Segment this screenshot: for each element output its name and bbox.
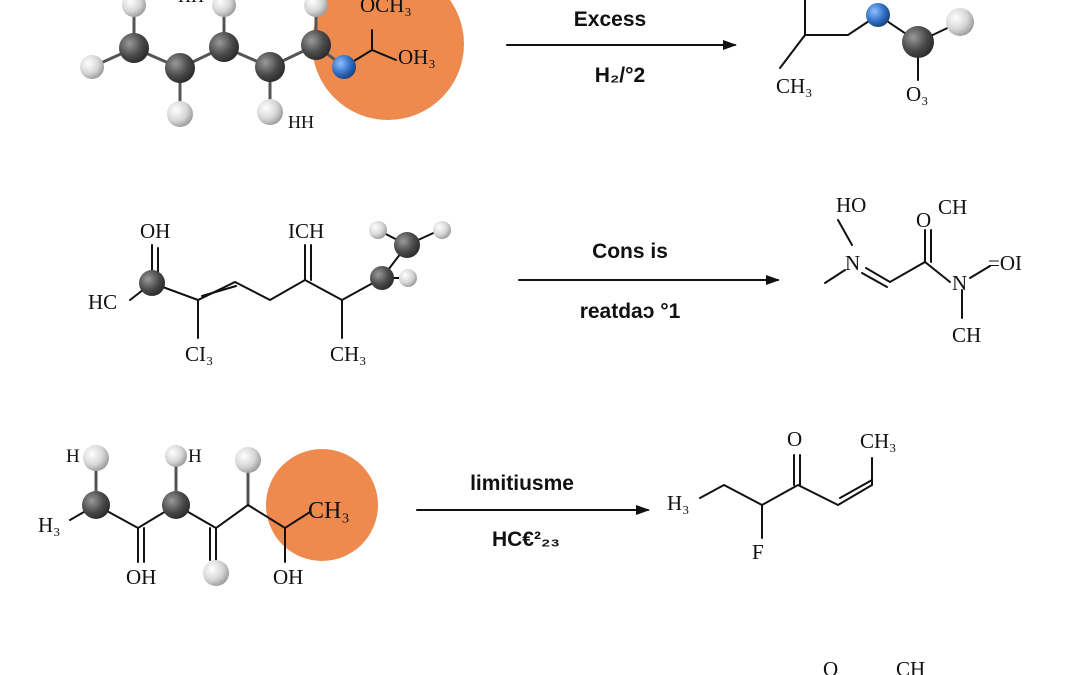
carbon-atom <box>394 232 420 258</box>
reactant-label: OH <box>273 565 303 589</box>
reactant-label: H₃ <box>38 513 61 537</box>
carbon-atom <box>139 270 165 296</box>
carbon-atom <box>209 32 239 62</box>
reactant-label: HH <box>178 0 204 6</box>
hydrogen-atom <box>165 445 187 467</box>
reagent-bottom: H₂/°2 <box>595 64 645 87</box>
product-label: CH <box>896 657 925 675</box>
hydrogen-atom <box>167 101 193 127</box>
reactant-label: HC <box>88 290 117 314</box>
reagent-top: limitiusme <box>470 472 574 495</box>
highlight-circle <box>266 449 378 561</box>
reagent-top: Excess <box>574 8 646 31</box>
reactant-label: ICH <box>288 219 324 243</box>
reagent-bottom: HC€²₂₃ <box>492 528 560 551</box>
product-label: CH <box>952 323 981 347</box>
reactant-label: H <box>188 446 202 467</box>
product-label: O <box>787 427 802 451</box>
hydrogen-atom <box>946 8 974 36</box>
reactant-label: CH₃ <box>330 342 367 366</box>
reactant-label: H <box>66 446 80 467</box>
hydrogen-atom <box>369 221 387 239</box>
hydrogen-atom <box>257 99 283 125</box>
reactant-2-structure: OH ICH HC CI₃ CH₃ <box>88 219 451 366</box>
hydrogen-atom <box>212 0 236 17</box>
product-3-structure: O CH₃ H₃ F <box>667 427 897 564</box>
product-label: CH₃ <box>776 74 813 98</box>
carbon-atom <box>370 266 394 290</box>
hydrogen-atom <box>80 55 104 79</box>
product-label: HO <box>836 193 866 217</box>
product-label: N <box>952 271 967 295</box>
reaction-1: HH OCH₃ OH₃ HH Excess H₂/°2 CH₃ O₃ <box>80 0 974 132</box>
reactant-label: HH <box>288 112 314 132</box>
reactant-label: OCH₃ <box>360 0 412 17</box>
carbon-atom <box>902 26 934 58</box>
hydrogen-atom <box>304 0 328 17</box>
product-label: N <box>845 251 860 275</box>
product-1-structure: CH₃ O₃ <box>776 0 974 106</box>
reagent-top: Cons is <box>592 240 668 263</box>
reactant-3-ball-and-stick: H H H₃ CH₃ OH OH <box>38 445 378 589</box>
product-label: H₃ <box>667 491 690 515</box>
reaction-4-partial: O CH <box>823 657 925 675</box>
hydrogen-atom <box>83 445 109 471</box>
hydrogen-atom <box>235 447 261 473</box>
product-label: O <box>916 208 931 232</box>
nitrogen-atom <box>332 55 356 79</box>
reactant-label: CI₃ <box>185 342 213 366</box>
hydrogen-atom <box>122 0 146 17</box>
reactant-label: OH₃ <box>398 45 436 69</box>
carbon-atom <box>82 491 110 519</box>
product-label: F <box>752 540 764 564</box>
nitrogen-atom <box>866 3 890 27</box>
product-label: CH <box>938 195 967 219</box>
hydrogen-atom <box>433 221 451 239</box>
carbon-atom <box>165 53 195 83</box>
reactant-label: CH₃ <box>308 498 350 524</box>
carbon-atom <box>162 491 190 519</box>
product-label: CH₃ <box>860 429 897 453</box>
product-label: O₃ <box>906 82 929 106</box>
product-label: =OI <box>988 251 1022 275</box>
product-label: O <box>823 657 838 675</box>
reactant-1-ball-and-stick: HH OCH₃ OH₃ HH <box>80 0 464 132</box>
hydrogen-atom <box>203 560 229 586</box>
reaction-2: OH ICH HC CI₃ CH₃ Cons is reatdaↄ °1 HO … <box>88 193 1022 366</box>
product-2-structure: HO N O CH N =OI CH <box>824 193 1022 347</box>
reagent-bottom: reatdaↄ °1 <box>580 300 681 323</box>
hydrogen-atom <box>399 269 417 287</box>
reactant-label: OH <box>126 565 156 589</box>
highlight-circle <box>312 0 464 120</box>
carbon-atom <box>119 33 149 63</box>
carbon-atom <box>301 30 331 60</box>
reaction-3: H H H₃ CH₃ OH OH limitiusme HC€²₂₃ O CH₃… <box>38 427 897 589</box>
reactant-label: OH <box>140 219 170 243</box>
carbon-atom <box>255 52 285 82</box>
